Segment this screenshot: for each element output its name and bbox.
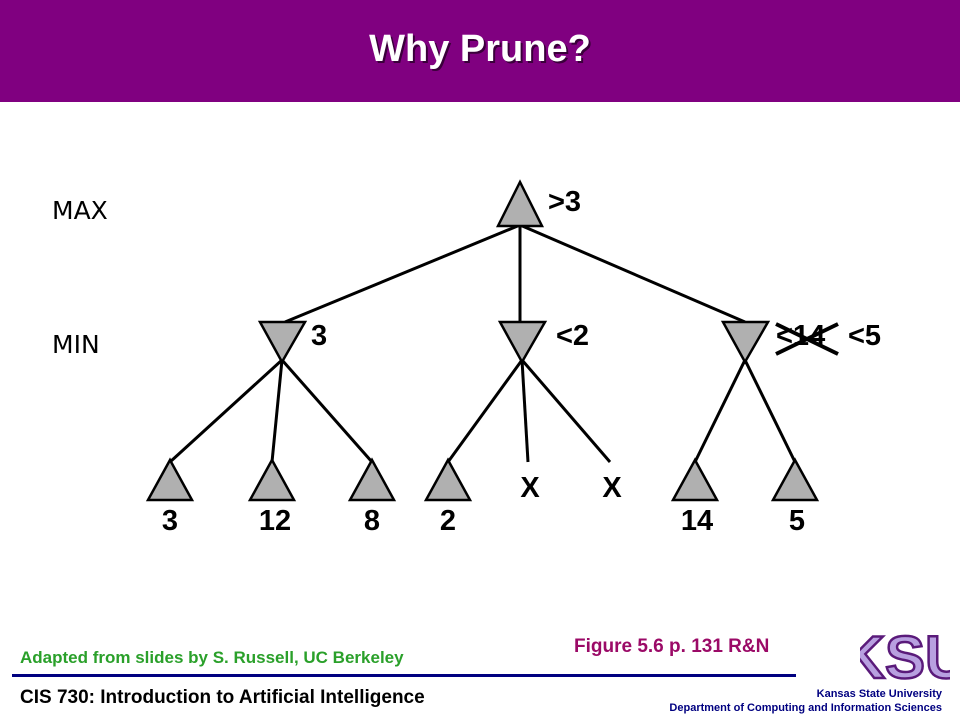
edge-min2-pruned1 — [520, 359, 530, 463]
min-level-label: MIN — [52, 330, 100, 359]
ksu-logo: KSU — [860, 623, 950, 688]
pruned-leaf-2-label: X — [602, 472, 622, 504]
department-name: Department of Computing and Information … — [669, 702, 942, 714]
max-level-label: MAX — [52, 196, 108, 225]
min1-value-label: 3 — [311, 320, 327, 352]
leaf-1-label: 3 — [162, 505, 178, 537]
min-node-2 — [497, 320, 548, 365]
leaf-7-label: 14 — [681, 505, 713, 537]
pruned-leaf-1-label: X — [520, 472, 540, 504]
course-title: CIS 730: Introduction to Artificial Inte… — [20, 687, 425, 708]
leaf-3-label: 8 — [364, 505, 380, 537]
leaf-node-8 — [770, 457, 820, 502]
edge-min3-leaf8 — [743, 359, 797, 463]
leaf-node-3 — [347, 457, 397, 502]
ksu-logo-text: KSU — [860, 624, 950, 688]
figure-reference: Figure 5.6 p. 131 R&N — [574, 636, 770, 657]
max-root-node — [495, 179, 545, 228]
university-name: Kansas State University — [816, 688, 942, 700]
credit-line: Adapted from slides by S. Russell, UC Be… — [20, 648, 404, 667]
leaf-4-label: 2 — [440, 505, 456, 537]
leaf-node-2 — [247, 457, 297, 502]
edge-min1-leaf2 — [270, 359, 284, 463]
tree-edges — [168, 223, 797, 464]
leaf-8-label: 5 — [789, 505, 805, 537]
edge-min1-leaf3 — [280, 359, 374, 463]
leaf-node-4 — [423, 457, 473, 502]
slide-title: Why Prune? — [369, 28, 591, 70]
footer-divider — [12, 674, 796, 677]
leaf-node-1 — [145, 457, 195, 502]
edge-min2-leaf4 — [446, 359, 524, 463]
leaf-2-label: 12 — [259, 505, 291, 537]
title-bar — [0, 0, 960, 102]
edge-min2-pruned2 — [520, 359, 612, 463]
edge-root-min1 — [284, 223, 521, 324]
leaf-node-7 — [670, 457, 720, 502]
min3-value-label: <5 — [848, 320, 881, 352]
edge-min1-leaf1 — [168, 358, 284, 464]
minimax-tree-diagram: MAX MIN >3 3 <2 <14 <5 3 12 8 2 X X 14 5 — [52, 179, 881, 537]
root-value-label: >3 — [548, 186, 581, 218]
cross-out-mark — [775, 322, 839, 356]
min-node-1 — [257, 320, 308, 365]
edge-min3-leaf7 — [693, 359, 747, 463]
min2-value-label: <2 — [556, 320, 589, 352]
edge-root-min3 — [519, 223, 746, 324]
min-node-3 — [720, 320, 771, 365]
